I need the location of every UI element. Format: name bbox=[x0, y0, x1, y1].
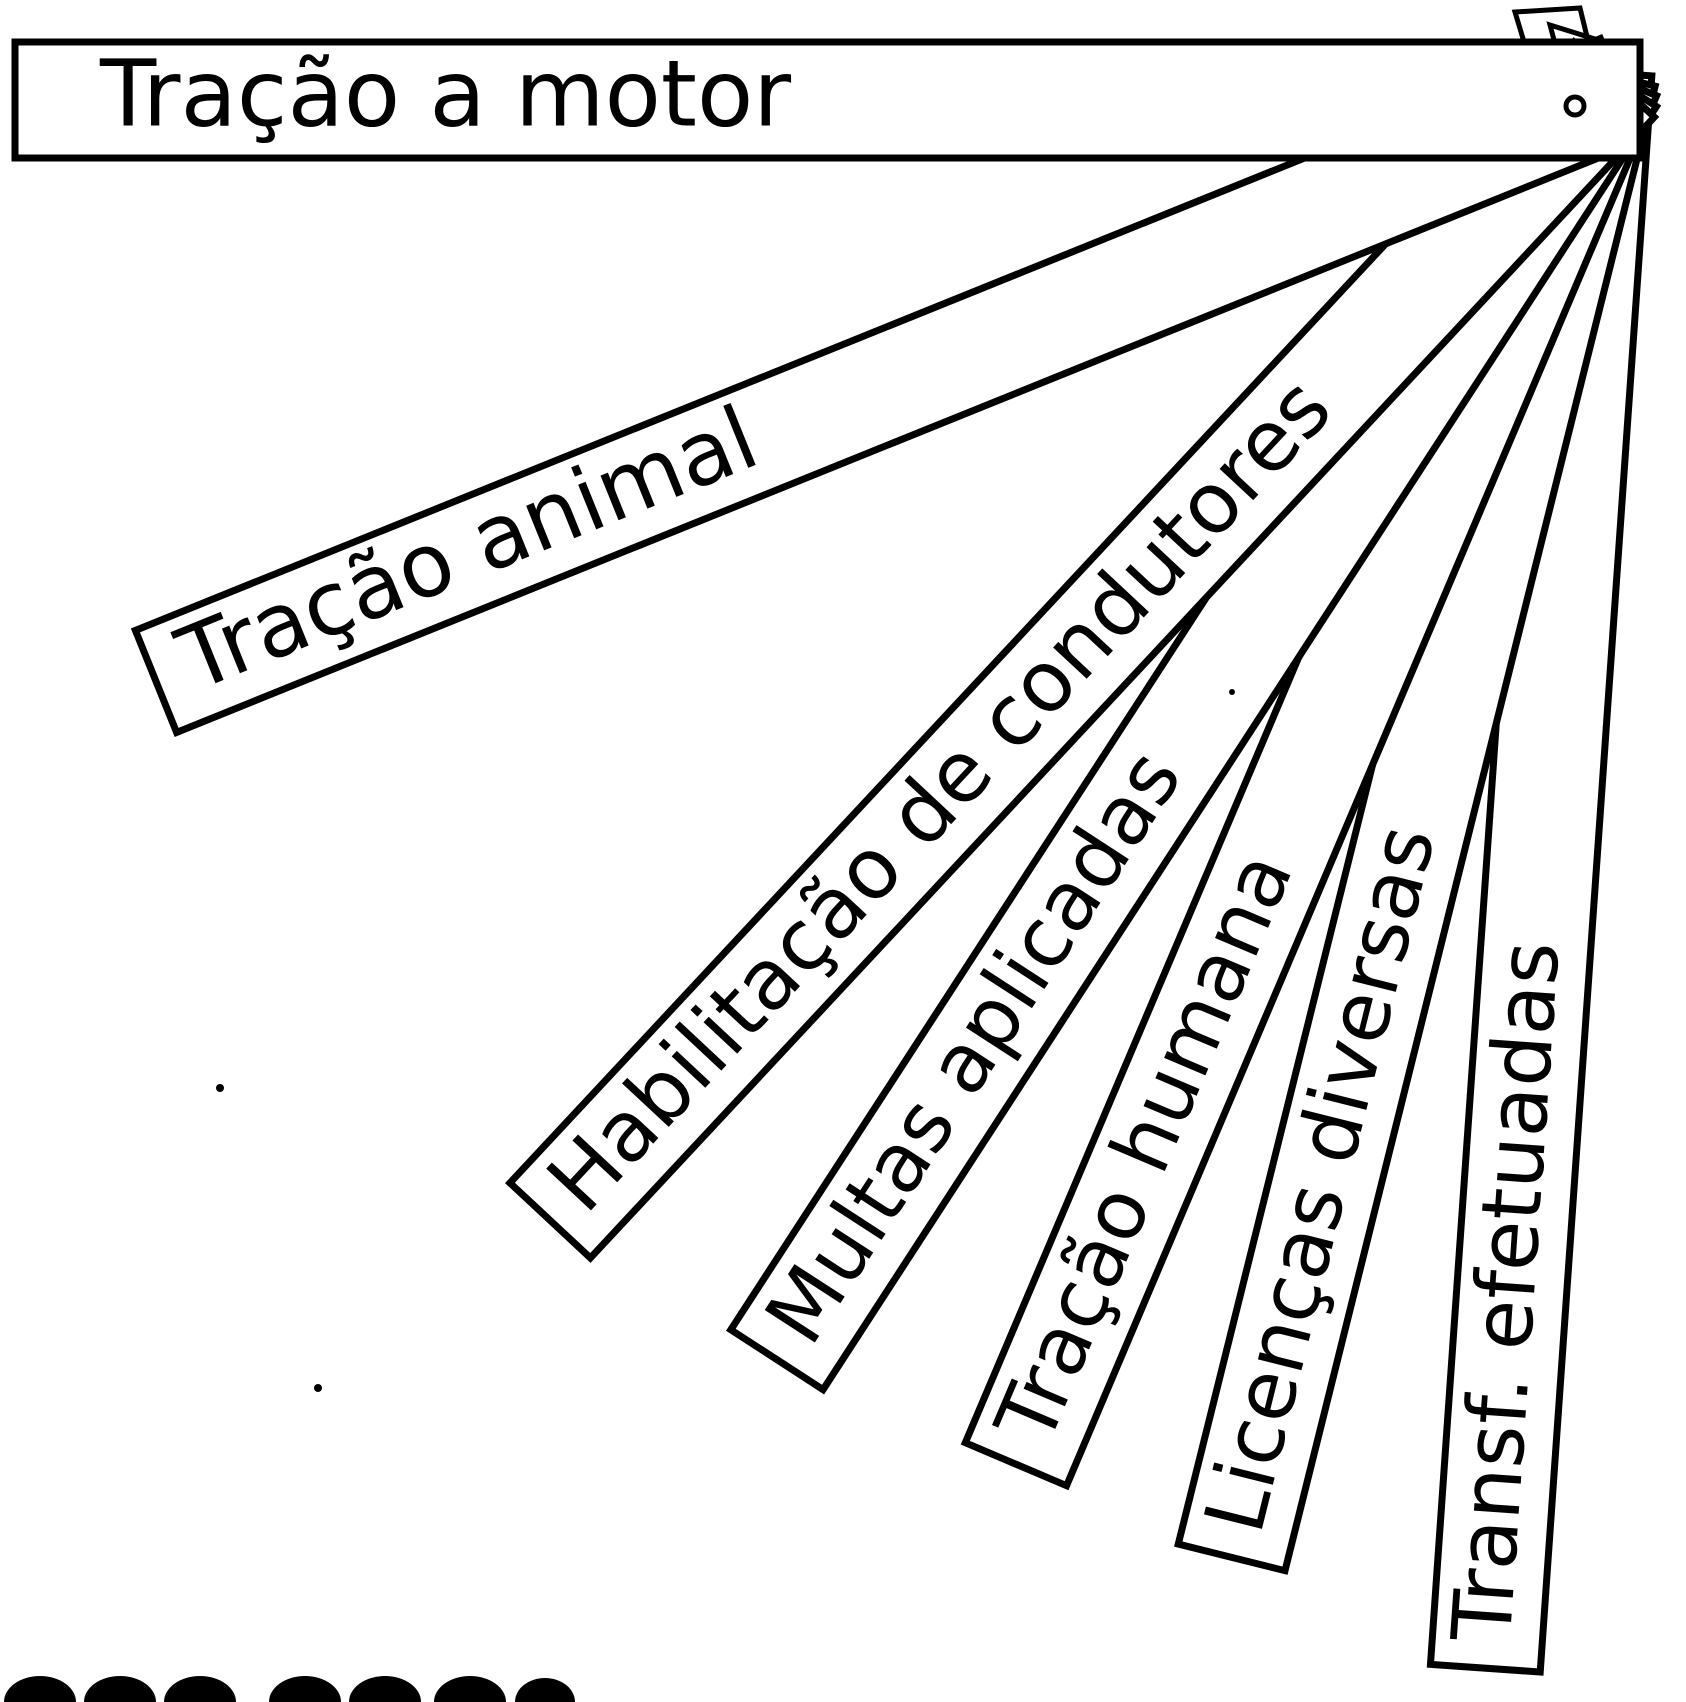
pivot-rivet bbox=[1563, 94, 1587, 118]
speck bbox=[1229, 689, 1235, 695]
speck bbox=[314, 1384, 322, 1392]
strip-tracao-a-motor: Tração a motor bbox=[11, 38, 1644, 162]
speck bbox=[216, 1084, 224, 1092]
cropped-bottom-artifact bbox=[4, 1676, 575, 1702]
strip-label-tracao-animal: Tração animal bbox=[163, 386, 771, 712]
strip-label-tracao-a-motor: Tração a motor bbox=[99, 40, 791, 147]
